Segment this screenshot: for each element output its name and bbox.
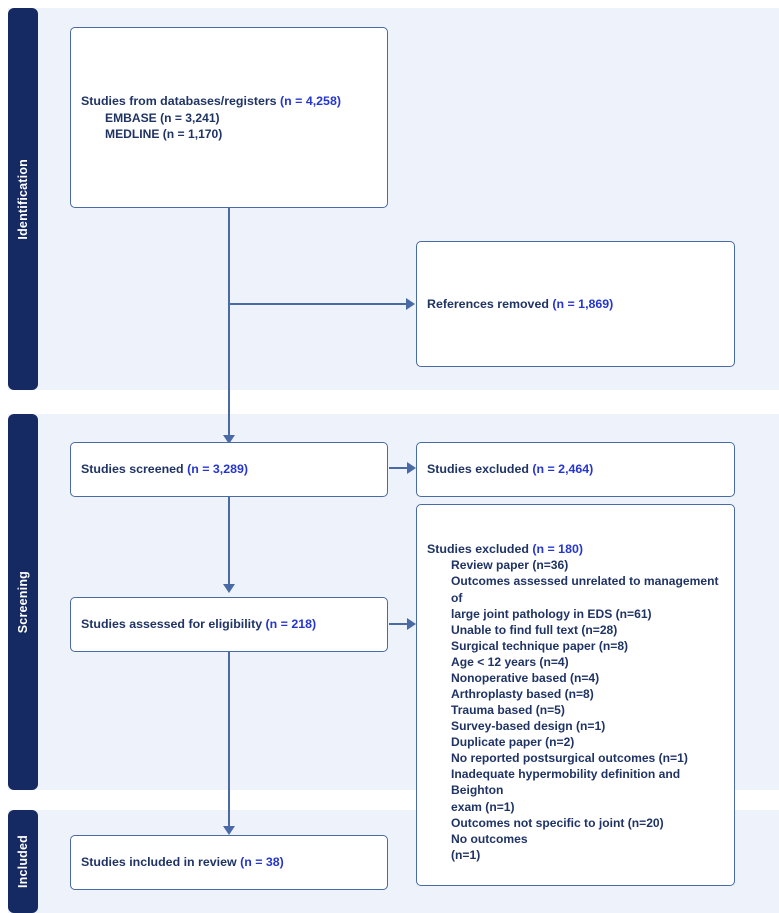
- box-studies-excluded-eligibility: Studies excluded (n = 180) Review paper …: [416, 504, 735, 886]
- phase-bar-identification: Identification: [8, 8, 38, 390]
- list-item: Trauma based (n=5): [451, 703, 565, 718]
- list-item: Age < 12 years (n=4): [451, 654, 569, 669]
- box-studies-excluded-screening: Studies excluded (n = 2,464): [416, 442, 735, 497]
- box-databases-heading-count: (n = 4,258): [280, 94, 341, 109]
- arrow-to-studies-eligibility: [223, 584, 235, 593]
- phase-label-identification: Identification: [15, 158, 30, 240]
- box-studies-excluded-eligibility-heading-text: Studies excluded: [427, 542, 533, 556]
- box-studies-excluded-screening-heading: Studies excluded (n = 2,464): [427, 461, 724, 477]
- box-databases-heading-text: Studies from databases/registers: [81, 94, 281, 109]
- connector-to-studies-excluded-eligibility: [389, 623, 411, 626]
- box-references-removed-heading-count: (n = 1,869): [552, 296, 614, 311]
- box-databases-registers: Studies from databases/registers (n = 4,…: [70, 27, 388, 208]
- box-references-removed-heading-text: References removed: [427, 296, 553, 311]
- box-studies-screened-heading-count: (n = 3,289): [187, 462, 249, 477]
- arrow-to-studies-screened: [223, 435, 235, 444]
- phase-bar-screening: Screening: [8, 414, 38, 790]
- phase-label-included: Included: [15, 835, 30, 888]
- box-studies-excluded-eligibility-sublist: Review paper (n=36) Outcomes assessed un…: [427, 557, 724, 862]
- connector-eligibility-down: [228, 652, 231, 830]
- list-item: Nonoperative based (n=4): [451, 670, 600, 685]
- list-item: Outcomes not specific to joint (n=20): [451, 815, 664, 830]
- arrow-to-studies-excluded-eligibility: [407, 618, 416, 630]
- box-databases-heading: Studies from databases/registers (n = 4,…: [81, 93, 377, 109]
- arrow-to-studies-included: [223, 826, 235, 835]
- list-item: exam (n=1): [451, 799, 515, 814]
- box-studies-included: Studies included in review (n = 38): [70, 835, 388, 890]
- connector-screened-down: [228, 497, 231, 587]
- box-studies-excluded-screening-heading-count: (n = 2,464): [532, 462, 594, 477]
- list-item: (n=1): [451, 847, 481, 862]
- connector-to-references-removed: [228, 303, 410, 306]
- box-studies-excluded-eligibility-heading-count: (n = 180): [532, 542, 583, 556]
- connector-to-studies-excluded-screening: [389, 467, 411, 470]
- phase-bar-included: Included: [8, 810, 38, 913]
- list-item: large joint pathology in EDS (n=61): [451, 606, 652, 621]
- box-references-removed-heading: References removed (n = 1,869): [427, 296, 724, 312]
- list-item: MEDLINE (n = 1,170): [105, 126, 223, 141]
- box-studies-screened-heading-text: Studies screened: [81, 462, 188, 477]
- arrow-to-references-removed: [406, 298, 415, 310]
- phase-label-screening: Screening: [15, 570, 30, 634]
- box-studies-eligibility-heading-count: (n = 218): [265, 617, 317, 632]
- box-studies-excluded-screening-heading-text: Studies excluded: [427, 462, 533, 477]
- box-databases-sublist: EMBASE (n = 3,241) MEDLINE (n = 1,170): [81, 110, 377, 142]
- list-item: No outcomes: [451, 831, 528, 846]
- list-item: Inadequate hypermobility definition and …: [451, 767, 681, 798]
- list-item: Surgical technique paper (n=8): [451, 638, 629, 653]
- box-studies-excluded-eligibility-heading: Studies excluded (n = 180): [427, 541, 724, 557]
- arrow-to-studies-excluded-screening: [407, 462, 416, 474]
- list-item: No reported postsurgical outcomes (n=1): [451, 751, 688, 766]
- list-item: Survey-based design (n=1): [451, 719, 606, 734]
- box-studies-eligibility: Studies assessed for eligibility (n = 21…: [70, 597, 388, 652]
- box-studies-included-heading-count: (n = 38): [240, 855, 284, 870]
- box-studies-screened: Studies screened (n = 3,289): [70, 442, 388, 497]
- box-references-removed: References removed (n = 1,869): [416, 241, 735, 367]
- connector-databases-down: [228, 207, 231, 439]
- list-item: Duplicate paper (n=2): [451, 735, 575, 750]
- list-item: Arthroplasty based (n=8): [451, 687, 594, 701]
- box-studies-included-heading: Studies included in review (n = 38): [81, 854, 377, 870]
- box-studies-included-heading-text: Studies included in review: [81, 855, 241, 870]
- box-studies-eligibility-heading-text: Studies assessed for eligibility: [81, 617, 266, 632]
- list-item: Outcomes assessed unrelated to managemen…: [451, 574, 719, 605]
- box-studies-eligibility-heading: Studies assessed for eligibility (n = 21…: [81, 616, 377, 632]
- list-item: Unable to find full text (n=28): [451, 622, 618, 637]
- list-item: EMBASE (n = 3,241): [105, 110, 220, 125]
- box-studies-screened-heading: Studies screened (n = 3,289): [81, 461, 377, 477]
- list-item: Review paper (n=36): [451, 558, 569, 573]
